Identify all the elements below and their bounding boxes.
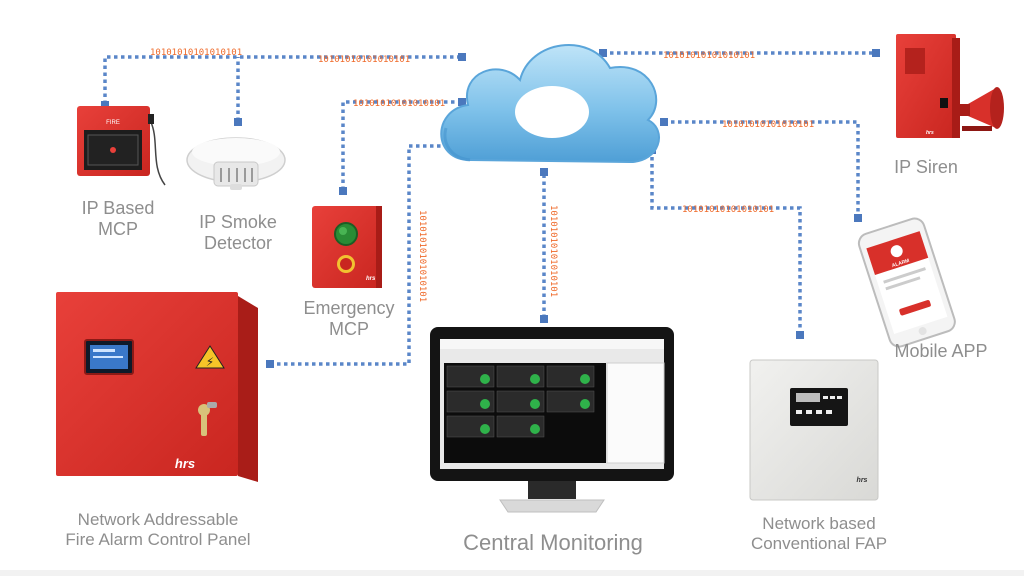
svg-text:⚡: ⚡ (206, 355, 214, 369)
svg-text:hrs: hrs (366, 276, 376, 282)
cloud-icon (440, 44, 660, 164)
link-conventional (650, 150, 802, 335)
binary-label: 10101010101010101 (353, 99, 445, 109)
label-siren: IP Siren (874, 157, 978, 178)
footer-strip (0, 570, 1024, 576)
mcp-fire-text: FIRE (106, 120, 120, 126)
label-line: Conventional FAP (750, 533, 888, 553)
manual-call-point-icon: FIRE (77, 106, 166, 186)
binary-label: 10101010101010101 (548, 205, 558, 297)
label-central: Central Monitoring (440, 530, 666, 555)
label-line: Mobile APP (894, 341, 988, 361)
monitor-icon (430, 327, 674, 513)
binary-label: 10101010101010101 (417, 210, 427, 302)
link-control-panel (270, 144, 465, 366)
label-line: MCP (329, 318, 369, 339)
binary-label: 10101010101010101 (150, 48, 242, 58)
connection-lines (103, 51, 876, 366)
binary-label: 10101010101010101 (682, 205, 774, 215)
svg-text:hrs: hrs (857, 477, 868, 484)
label-control-panel: Network Addressable Fire Alarm Control P… (20, 510, 296, 549)
label-ip-mcp: IP Based MCP (58, 198, 178, 239)
emergency-button-icon: hrs (312, 206, 382, 288)
label-line: IP Based (81, 198, 155, 218)
label-line: Network based (762, 514, 876, 533)
svg-text:hrs: hrs (926, 130, 934, 136)
label-emergency: Emergency MCP (290, 298, 408, 339)
smoke-detector-icon (186, 137, 286, 190)
binary-label: 10101010101010101 (722, 120, 814, 130)
label-conventional-fap: Network based Conventional FAP (726, 514, 912, 553)
siren-icon: hrs (896, 34, 1004, 138)
label-line: Emergency (303, 298, 395, 318)
fire-alarm-panel-icon: ⚡ hrs (56, 292, 258, 482)
label-line: Central Monitoring (463, 530, 643, 555)
label-line: Detector (203, 232, 273, 253)
binary-label: 10101010101010101 (663, 51, 755, 61)
label-line: IP Smoke (199, 212, 277, 232)
binary-label: 10101010101010101 (318, 55, 410, 65)
svg-text:hrs: hrs (175, 456, 195, 471)
label-line: Fire Alarm Control Panel (65, 529, 251, 549)
link-ip-mcp (103, 55, 462, 104)
binary-labels: 10101010101010101 10101010101010101 1010… (150, 48, 814, 302)
label-ip-smoke: IP Smoke Detector (178, 212, 298, 253)
conventional-panel-icon: hrs (749, 359, 879, 501)
label-line: Network Addressable (77, 510, 239, 529)
label-line: IP Siren (894, 157, 958, 177)
phone-alarm-text: ALARM (891, 258, 910, 269)
label-mobile: Mobile APP (876, 341, 1006, 362)
label-line: MCP (98, 218, 138, 239)
smartphone-icon: ALARM (857, 217, 956, 348)
link-mobile (664, 120, 860, 218)
link-emergency (341, 100, 462, 190)
